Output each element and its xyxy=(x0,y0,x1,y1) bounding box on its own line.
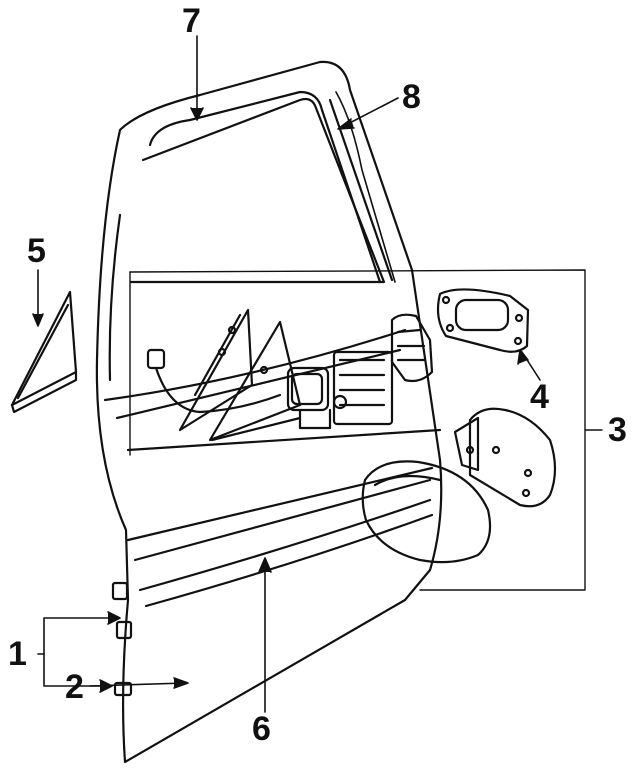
mirror-assembly-bracket-box xyxy=(129,269,603,591)
corner-molding-triangle xyxy=(10,290,78,414)
callout-2: 2 xyxy=(65,668,84,706)
mirror-wiring-harness xyxy=(146,348,282,414)
mirror-gasket xyxy=(390,313,434,383)
callout-7: 7 xyxy=(182,2,201,40)
callout-5: 5 xyxy=(27,232,46,270)
callout-6: 6 xyxy=(252,710,271,748)
door-shell xyxy=(95,60,443,764)
callout-leaders xyxy=(32,35,541,713)
mounting-plate xyxy=(436,288,530,353)
callout-8: 8 xyxy=(402,78,421,116)
callout-3: 3 xyxy=(608,411,627,449)
callout-1: 1 xyxy=(8,635,27,673)
glass-run-channel xyxy=(335,91,396,283)
inner-trim-cover xyxy=(178,308,302,442)
mirror-motor-mount xyxy=(286,350,394,430)
mirror-outer-shell xyxy=(361,460,492,564)
callout-4: 4 xyxy=(530,378,549,416)
mirror-housing-back xyxy=(453,407,557,508)
